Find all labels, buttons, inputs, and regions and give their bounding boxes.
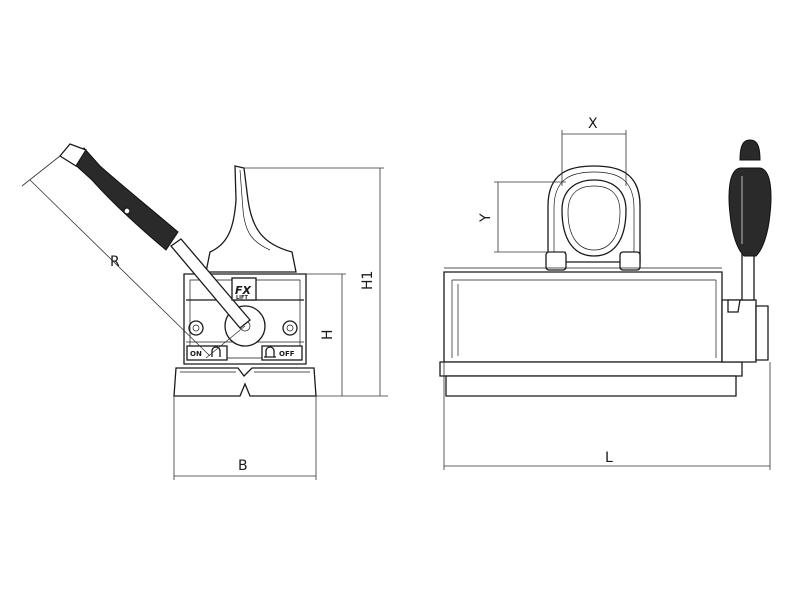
dimension-h1-label: H1 [360, 271, 376, 290]
front-housing [443, 271, 723, 363]
logo-text: FX [235, 284, 252, 297]
handle-tip [59, 143, 87, 167]
front-pole-strip [445, 375, 737, 397]
dimension-h-label: H [320, 329, 336, 340]
dimension-x: X [561, 116, 627, 186]
eye-base-right [619, 251, 641, 271]
logo-plate [231, 277, 257, 301]
dimension-r: R [21, 155, 246, 359]
front-handle-grip [728, 167, 772, 257]
dimension-x-label: X [588, 116, 598, 132]
magnet-on-icon [211, 346, 221, 357]
front-view: X Y L [439, 116, 772, 470]
dimension-b: B [173, 396, 317, 480]
dimension-h: H [306, 273, 388, 397]
dimension-h1: H1 [244, 167, 384, 396]
left-bolt [188, 320, 204, 336]
front-handle-arm [727, 253, 755, 313]
front-base-plate [439, 361, 743, 377]
eye-hole [561, 179, 627, 257]
magnet-off-icon [264, 346, 276, 358]
dimension-y: Y [478, 181, 566, 253]
on-label: ON [190, 350, 202, 358]
dimension-r-label: R [110, 254, 120, 270]
dimension-b-label: B [238, 458, 248, 474]
side-view: FX LIFT ON OFF R B [21, 143, 388, 480]
dimension-y-label: Y [478, 213, 494, 223]
handle-grip [71, 147, 179, 251]
cam-cap [755, 305, 769, 361]
dimension-l: L [443, 362, 771, 470]
off-indicator: OFF [261, 345, 303, 361]
logo-subtext: LIFT [236, 295, 248, 301]
side-hook [205, 165, 297, 273]
handle-shaft [170, 238, 251, 329]
off-label: OFF [279, 350, 295, 358]
right-bolt [282, 320, 298, 336]
front-handle-knob [739, 139, 761, 161]
eye-base-left [545, 251, 567, 271]
dimension-l-label: L [605, 450, 613, 466]
